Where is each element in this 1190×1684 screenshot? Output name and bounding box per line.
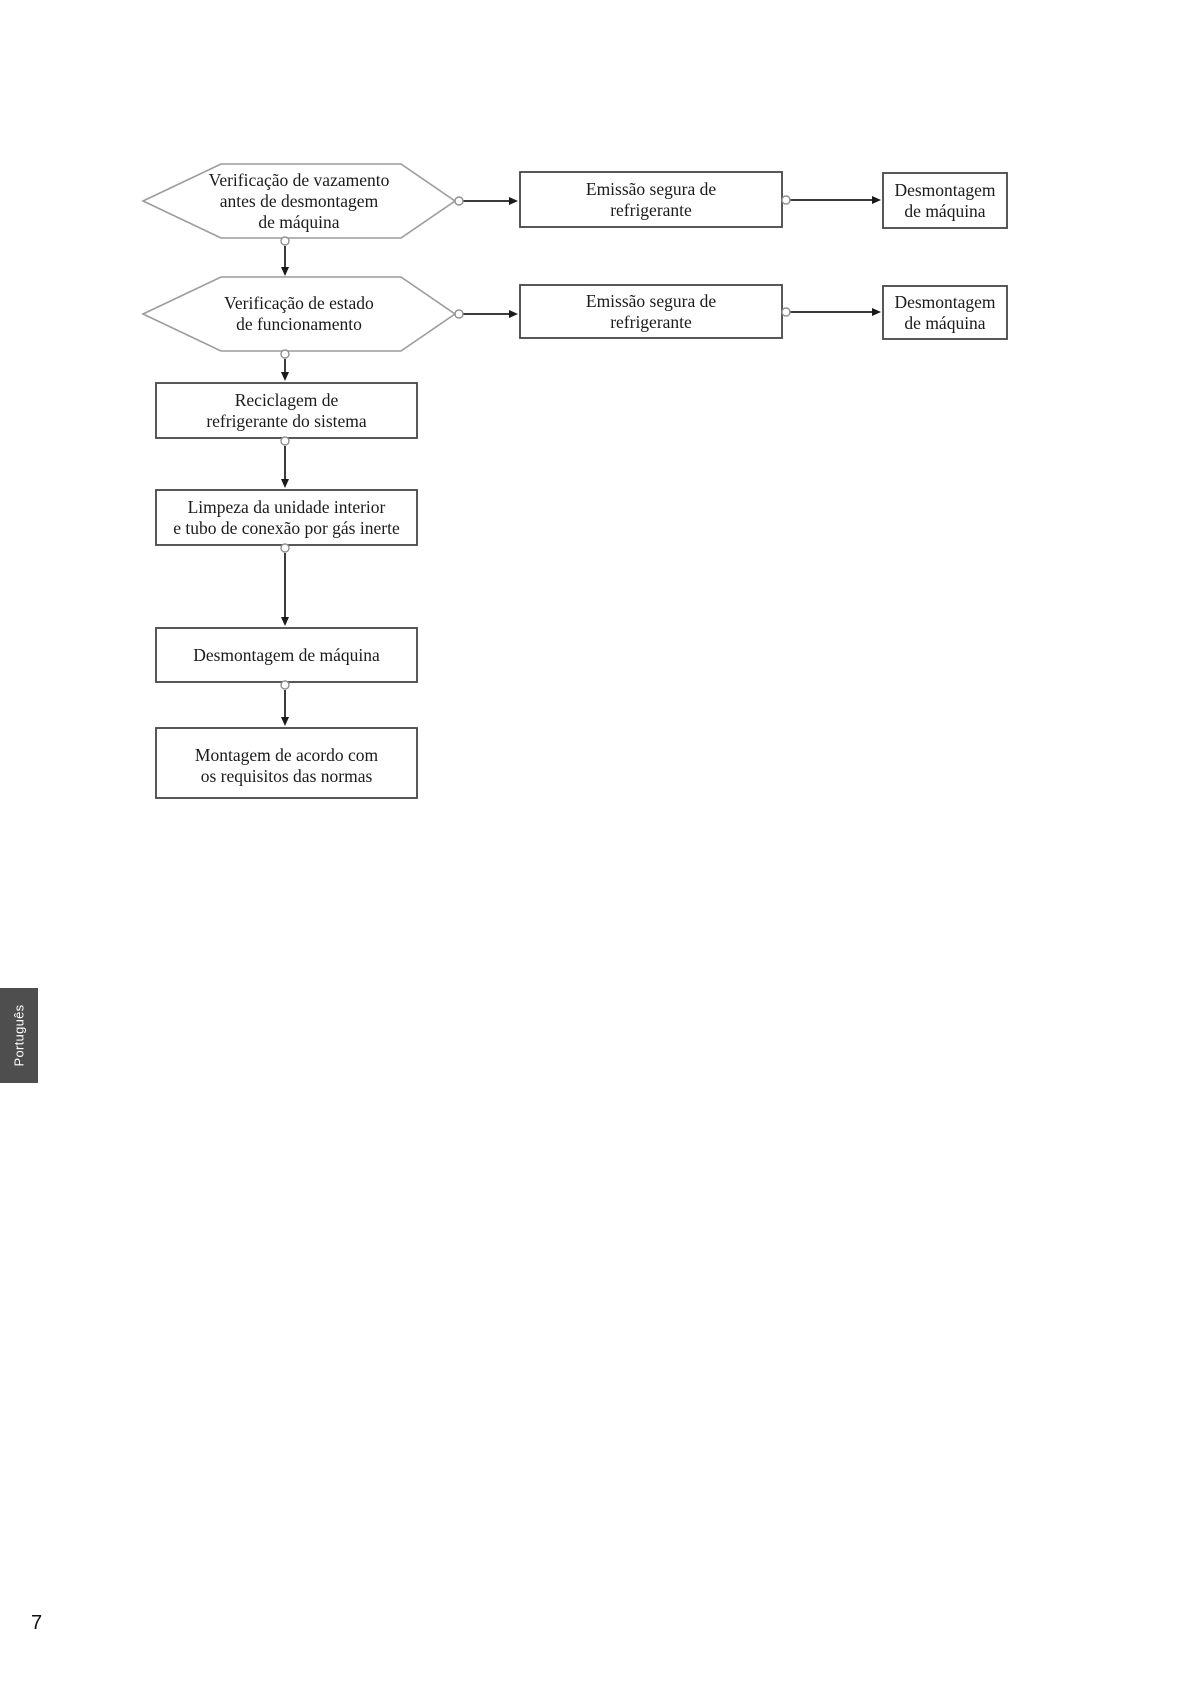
label-safe-emission-2: Emissão segura de refrigerante <box>585 290 717 332</box>
connector-dot <box>280 680 290 690</box>
box-disassembly-2 <box>882 285 1008 340</box>
language-tab-portugues: Português <box>0 988 38 1083</box>
connector-dot <box>280 543 290 553</box>
box-disassembly-final <box>155 627 418 683</box>
connector-dot <box>280 236 290 246</box>
label-recycling: Reciclagem de refrigerante do sistema <box>206 389 367 431</box>
connector-dot <box>280 436 290 446</box>
connector-dot <box>454 196 464 206</box>
box-assembly <box>155 727 418 799</box>
box-safe-emission-1 <box>519 171 783 228</box>
connector-dot <box>781 307 791 317</box>
box-recycling <box>155 382 418 439</box>
box-cleaning <box>155 489 418 546</box>
label-cleaning: Limpeza da unidade interior e tubo de co… <box>173 496 400 538</box>
label-check-leak: Verificação de vazamento antes de desmon… <box>208 169 390 232</box>
label-disassembly-2: Desmontagem de máquina <box>894 291 996 333</box>
connector-dot <box>781 195 791 205</box>
connector-dot <box>280 349 290 359</box>
page-number: 7 <box>31 1612 43 1634</box>
label-check-state: Verificação de estado de funcionamento <box>224 293 374 334</box>
box-disassembly-1 <box>882 172 1008 229</box>
label-disassembly-1: Desmontagem de máquina <box>894 179 996 221</box>
label-safe-emission-1: Emissão segura de refrigerante <box>585 178 717 220</box>
connector-dot <box>454 309 464 319</box>
label-disassembly-final: Desmontagem de máquina <box>193 644 380 665</box>
label-assembly: Montagem de acordo com os requisitos das… <box>194 745 379 786</box>
language-tab-label: Português <box>11 1004 27 1067</box>
